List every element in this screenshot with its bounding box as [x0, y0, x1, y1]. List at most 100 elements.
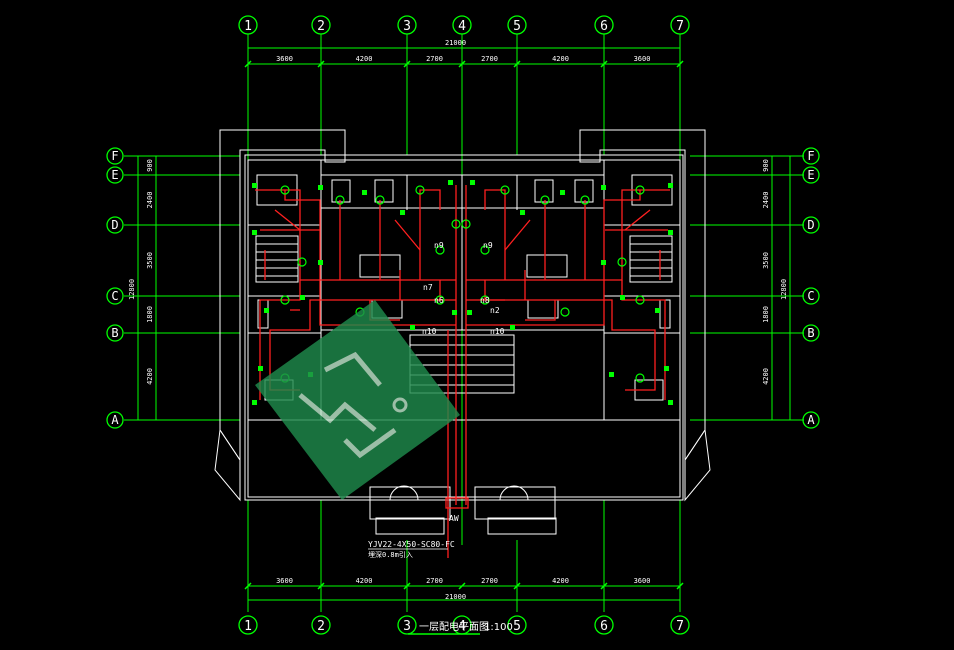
circuit-label: n10 — [422, 327, 437, 336]
total-dim-top: 21000 — [445, 39, 466, 47]
grid-bubble-label: F — [807, 149, 814, 163]
bottom-span-dim: 3600 — [634, 577, 651, 585]
cable-spec-line1: YJV22-4X50-SC80-FC — [368, 540, 455, 549]
left-span-dim: 2400 — [146, 192, 154, 209]
bottom-span-dim: 3600 — [276, 577, 293, 585]
grid-bubble-col-2-bottom: 2 — [311, 615, 331, 635]
circuit-label: n6 — [434, 296, 444, 305]
left-total-dim: 12800 — [128, 279, 136, 300]
top-span-dim: 3600 — [276, 55, 293, 63]
dimension-texts: 3600 3600 4200 4200 2700 2700 2700 2700 4200 4200… — [146, 55, 770, 585]
grid-bubble-row-A-right: A — [802, 411, 820, 429]
total-dim-bottom: 21000 — [445, 593, 466, 601]
grid-bubble-label: A — [111, 413, 119, 427]
right-span-dim: 2400 — [762, 192, 770, 209]
grid-bubble-label: 2 — [317, 19, 325, 34]
dimension-ticks — [244, 60, 684, 590]
circuit-label: n7 — [423, 283, 433, 292]
grid-bubble-row-B-left: B — [106, 324, 124, 342]
right-span-dim: 4200 — [762, 368, 770, 385]
grid-bubble-col-4-top: 4 — [452, 15, 472, 35]
top-span-dim: 2700 — [481, 55, 498, 63]
left-span-dim: 900 — [146, 159, 154, 172]
grid-bubble-col-5-top: 5 — [507, 15, 527, 35]
grid-bubble-row-E-left: E — [106, 166, 124, 184]
bottom-span-dim: 4200 — [552, 577, 569, 585]
circuit-label: n9 — [483, 241, 493, 250]
right-span-dim: 3500 — [762, 252, 770, 269]
grid-bubble-label: C — [111, 289, 118, 303]
drawing-title: 一层配电平面图 — [419, 620, 489, 633]
grid-bubble-col-6-bottom: 6 — [594, 615, 614, 635]
left-span-dim: 1800 — [146, 306, 154, 323]
grid-bubble-label: E — [807, 168, 814, 182]
circuit-label: n8 — [480, 296, 490, 305]
vertical-axis-lines — [247, 34, 681, 612]
grid-bubble-row-B-right: B — [802, 324, 820, 342]
grid-bubble-row-A-left: A — [106, 411, 124, 429]
circuit-label: n10 — [490, 327, 505, 336]
grid-bubble-label: 4 — [458, 619, 466, 634]
grid-bubble-label: B — [807, 326, 814, 340]
grid-bubble-col-6-top: 6 — [594, 15, 614, 35]
grid-bubble-label: 5 — [513, 619, 521, 634]
grid-bubble-label: 4 — [458, 19, 466, 34]
grid-bubble-label: C — [807, 289, 814, 303]
grid-bubble-row-C-left: C — [106, 287, 124, 305]
cable-spec-line2: 埋深0.8m引入 — [368, 550, 413, 559]
grid-bubble-label: 7 — [676, 19, 684, 34]
grid-bubble-col-7-bottom: 7 — [670, 615, 690, 635]
bottom-span-dim: 4200 — [356, 577, 373, 585]
grid-bubble-row-C-right: C — [802, 287, 820, 305]
circuit-label: n2 — [490, 306, 500, 315]
top-span-dim: 4200 — [552, 55, 569, 63]
bottom-span-dim: 2700 — [426, 577, 443, 585]
grid-bubble-label: D — [807, 218, 814, 232]
grid-bubble-col-3-top: 3 — [397, 15, 417, 35]
circuit-label: n9 — [434, 241, 444, 250]
grid-bubble-label: 7 — [676, 619, 684, 634]
grid-bubble-label: E — [111, 168, 118, 182]
right-total-dim: 12800 — [780, 279, 788, 300]
grid-bubble-label: F — [111, 149, 118, 163]
switches-and-outlets — [252, 180, 673, 405]
left-span-dim: 4200 — [146, 368, 154, 385]
grid-bubble-row-D-right: D — [802, 216, 820, 234]
right-span-dim: 900 — [762, 159, 770, 172]
grid-bubble-label: B — [111, 326, 118, 340]
grid-bubble-col-1-bottom: 1 — [238, 615, 258, 635]
top-span-dim: 4200 — [356, 55, 373, 63]
grid-bubble-col-2-top: 2 — [311, 15, 331, 35]
grid-bubble-col-5-bottom: 5 — [507, 615, 527, 635]
grid-bubble-label: 3 — [403, 619, 411, 634]
building-walls — [214, 129, 711, 535]
grid-bubble-col-7-top: 7 — [670, 15, 690, 35]
top-span-dim: 3600 — [634, 55, 651, 63]
grid-bubble-label: 3 — [403, 19, 411, 34]
grid-bubble-label: 1 — [244, 619, 252, 634]
left-span-dim: 3500 — [146, 252, 154, 269]
grid-bubble-label: A — [807, 413, 815, 427]
watermark-logo — [255, 300, 460, 500]
top-span-dim: 2700 — [426, 55, 443, 63]
panel-label: AW — [449, 514, 459, 523]
grid-bubble-label: 2 — [317, 619, 325, 634]
grid-bubble-row-F-left: F — [106, 147, 124, 165]
grid-bubble-label: 6 — [600, 19, 608, 34]
grid-bubble-col-1-top: 1 — [238, 15, 258, 35]
grid-bubble-col-3-bottom: 3 — [397, 615, 417, 635]
bottom-span-dim: 2700 — [481, 577, 498, 585]
horizontal-axis-lines — [124, 155, 804, 421]
grid-bubble-row-E-right: E — [802, 166, 820, 184]
drawing-scale: 1:100 — [484, 622, 513, 633]
grid-bubble-label: 5 — [513, 19, 521, 34]
right-span-dim: 1800 — [762, 306, 770, 323]
grid-bubble-row-F-right: F — [802, 147, 820, 165]
dimension-lines — [137, 47, 791, 601]
grid-bubble-label: D — [111, 218, 118, 232]
grid-bubble-row-D-left: D — [106, 216, 124, 234]
